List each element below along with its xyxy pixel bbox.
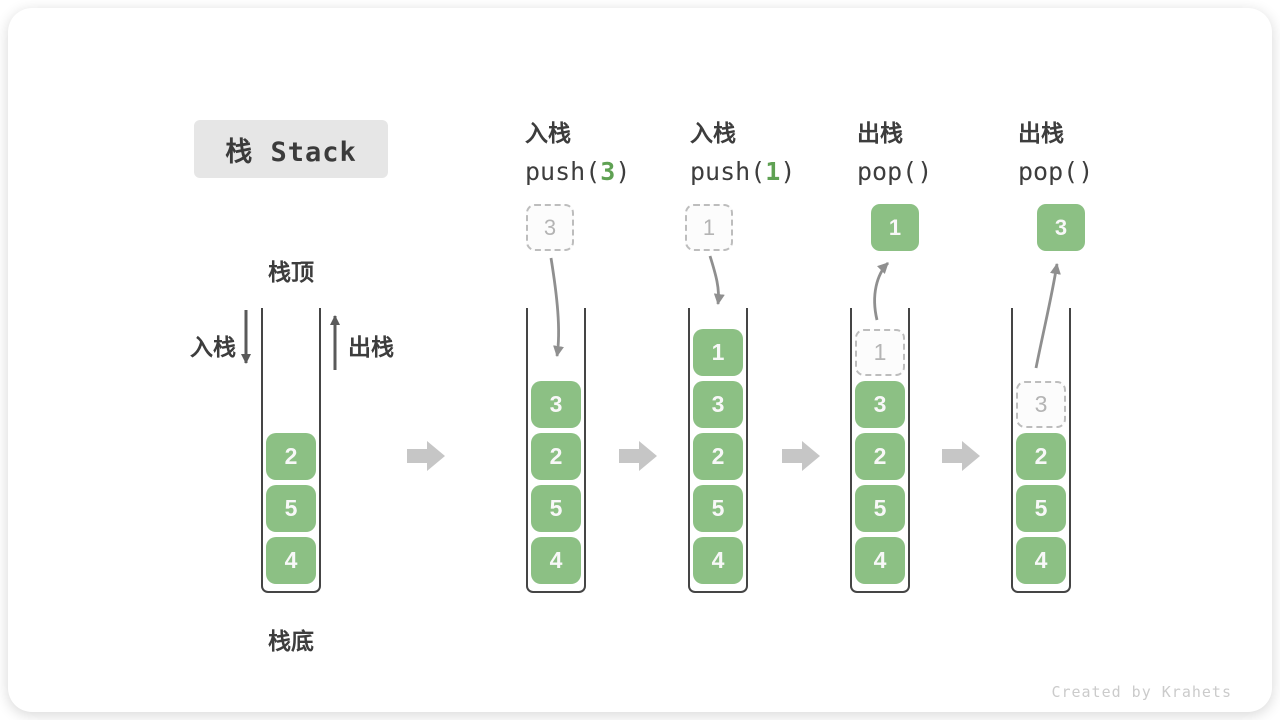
step-arrow-icon: [407, 441, 445, 471]
operation-header-pop2: 出栈 pop(): [1018, 114, 1093, 186]
stack-item: 1: [693, 329, 743, 376]
diagram-card: 栈 Stack 入栈 push(3) 入栈 push(1) 出栈 pop() 出…: [8, 8, 1272, 712]
watermark: Created by Krahets: [1051, 683, 1232, 701]
step-arrow-icon: [942, 441, 980, 471]
step-arrow-icon: [619, 441, 657, 471]
operation-name: 出栈: [857, 120, 903, 146]
stack-item-ghost: 3: [1016, 381, 1066, 428]
operation-code: pop(): [857, 157, 933, 186]
operation-name: 入栈: [690, 120, 736, 146]
operation-code: push(1): [690, 157, 796, 186]
stack-top-label: 栈顶: [268, 259, 314, 285]
operation-header-push1: 入栈 push(1): [690, 114, 795, 186]
stack-item: 4: [266, 537, 316, 584]
step-arrow-icon: [782, 441, 820, 471]
stack-item: 2: [693, 433, 743, 480]
stack-item: 4: [1016, 537, 1066, 584]
transfer-arrow-push1-icon: [708, 255, 725, 305]
operation-header-push3: 入栈 push(3): [525, 114, 630, 186]
stack-item: 2: [531, 433, 581, 480]
stack-item: 3: [531, 381, 581, 428]
stack-item: 2: [1016, 433, 1066, 480]
stack-item-ghost: 1: [855, 329, 905, 376]
stack-item: 5: [531, 485, 581, 532]
pop-side-label: 出栈: [348, 334, 394, 360]
operation-code: pop(): [1018, 157, 1094, 186]
title-badge: 栈 Stack: [194, 120, 388, 178]
stack-item: 3: [855, 381, 905, 428]
operation-code: push(3): [525, 157, 631, 186]
stack-item: 2: [266, 433, 316, 480]
stack-item: 3: [693, 381, 743, 428]
floating-item-popped: 1: [871, 204, 919, 251]
push-side-label: 入栈: [190, 334, 236, 360]
stack-item: 2: [855, 433, 905, 480]
floating-item-popped: 3: [1037, 204, 1085, 251]
operation-arg: 3: [600, 157, 616, 186]
floating-item-ghost: 1: [685, 204, 733, 251]
operation-header-pop1: 出栈 pop(): [857, 114, 932, 186]
stack-item: 5: [266, 485, 316, 532]
operation-name: 入栈: [525, 120, 571, 146]
stack-item: 4: [855, 537, 905, 584]
stack-item: 4: [531, 537, 581, 584]
stack-item: 4: [693, 537, 743, 584]
stack-item: 5: [855, 485, 905, 532]
stack-item: 5: [693, 485, 743, 532]
operation-arg: 1: [765, 157, 781, 186]
stack-bottom-label: 栈底: [268, 628, 314, 654]
stack-item: 5: [1016, 485, 1066, 532]
floating-item-ghost: 3: [526, 204, 574, 251]
operation-name: 出栈: [1018, 120, 1064, 146]
